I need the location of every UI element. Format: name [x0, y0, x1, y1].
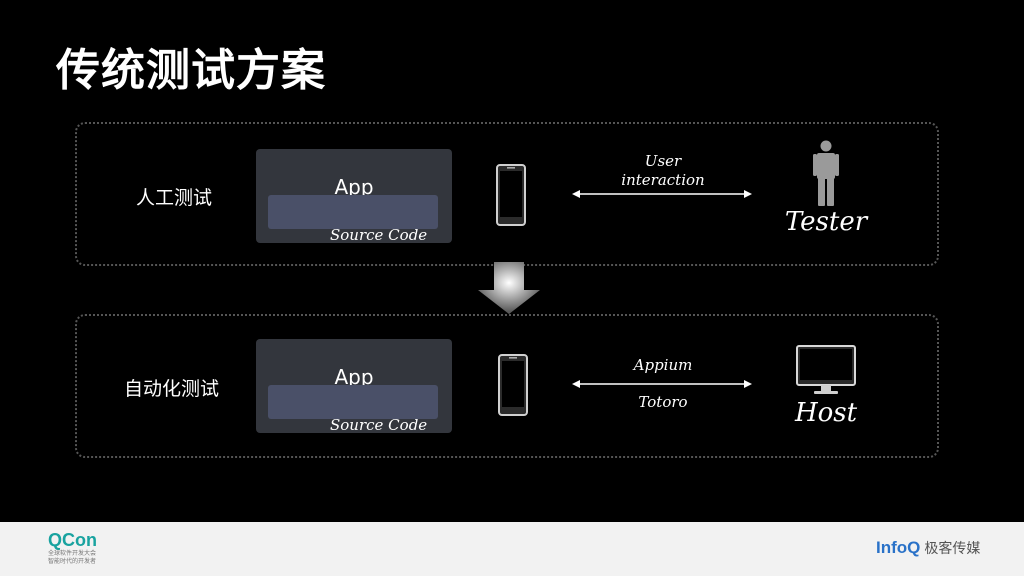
phone-icon — [498, 354, 528, 416]
source-code-bar — [268, 195, 438, 229]
host-label: Host — [794, 398, 858, 428]
totoro-label: Totoro — [638, 393, 688, 411]
connection-label-line-1: User — [644, 152, 682, 170]
source-code-bar — [268, 385, 438, 419]
down-arrow-icon — [478, 262, 540, 314]
connection-label-line-2: interaction — [621, 171, 705, 189]
person-icon — [813, 140, 839, 206]
app-box-automated: App Source Code — [256, 339, 452, 433]
double-arrow-icon — [572, 380, 752, 388]
manual-testing-label: 人工测试 — [136, 187, 213, 209]
automated-testing-label: 自动化测试 — [124, 378, 220, 400]
automated-testing-panel — [75, 314, 939, 458]
qcon-logo-text: QCon — [48, 530, 97, 550]
tester-label: Tester — [784, 207, 868, 237]
qcon-logo-subtitle: 全球软件开发大会 — [48, 550, 97, 557]
monitor-icon — [796, 345, 856, 394]
infoq-logo-text: InfoQ — [876, 538, 921, 557]
source-code-label: Source Code — [330, 226, 428, 243]
phone-icon — [496, 164, 526, 226]
qcon-logo-subtitle-2: 智能时代的开发者 — [48, 558, 97, 565]
user-interaction-label: User interaction — [593, 152, 733, 190]
infoq-logo-cn: 极客传媒 — [924, 541, 981, 557]
qcon-logo: QCon 全球软件开发大会 智能时代的开发者 — [48, 530, 97, 566]
app-box-manual: App Source Code — [256, 149, 452, 243]
appium-label: Appium — [633, 356, 693, 374]
double-arrow-icon — [572, 190, 752, 198]
slide-title: 传统测试方案 — [56, 45, 326, 96]
source-code-label: Source Code — [330, 416, 428, 433]
